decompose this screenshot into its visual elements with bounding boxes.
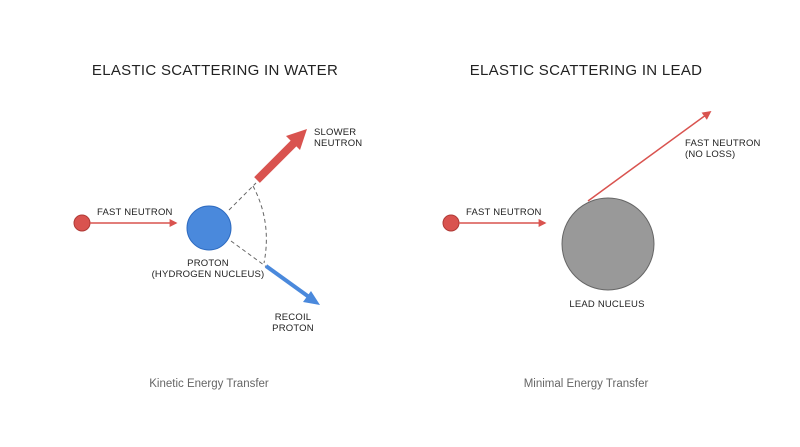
proton-label-line1: PROTON xyxy=(187,258,229,269)
scatter-guide-upper xyxy=(228,182,257,211)
lead-nucleus-label: LEAD NUCLEUS xyxy=(569,299,644,310)
scatter-guide-lower xyxy=(230,240,269,269)
left-panel-caption: Kinetic Energy Transfer xyxy=(149,378,269,390)
recoil-proton-arrow-head xyxy=(303,291,320,305)
left-panel: ELASTIC SCATTERING IN WATER FAST NEUTRON… xyxy=(73,62,362,390)
lead-nucleus xyxy=(561,197,655,291)
right-panel-title: ELASTIC SCATTERING IN LEAD xyxy=(470,62,703,79)
outgoing-fast-neutron-arrow xyxy=(587,110,712,202)
proton-label-line2: (HYDROGEN NUCLEUS) xyxy=(152,269,265,280)
proton-particle xyxy=(186,205,232,251)
right-panel: ELASTIC SCATTERING IN LEAD FAST NEUTRON … xyxy=(442,62,761,390)
right-panel-caption: Minimal Energy Transfer xyxy=(524,378,649,390)
slower-neutron-arrow-shaft xyxy=(254,140,297,183)
recoil-proton-label-line2: PROTON xyxy=(272,323,314,334)
right-incoming-label: FAST NEUTRON xyxy=(466,207,542,218)
scatter-angle-arc xyxy=(252,185,267,264)
outgoing-neutron-label-line1: FAST NEUTRON xyxy=(685,138,761,149)
recoil-proton-label-line1: RECOIL xyxy=(275,312,312,323)
incoming-neutron-particle xyxy=(73,214,91,232)
left-incoming-label: FAST NEUTRON xyxy=(97,207,173,218)
recoil-proton-arrow-shaft xyxy=(264,264,311,299)
slower-neutron-arrow-head xyxy=(286,129,307,150)
left-panel-title: ELASTIC SCATTERING IN WATER xyxy=(92,62,338,79)
outgoing-neutron-label-line2: (NO LOSS) xyxy=(685,149,735,160)
right-incoming-neutron-particle xyxy=(442,214,460,232)
slower-neutron-label-line1: SLOWER xyxy=(314,127,356,138)
slower-neutron-label-line2: NEUTRON xyxy=(314,138,362,149)
